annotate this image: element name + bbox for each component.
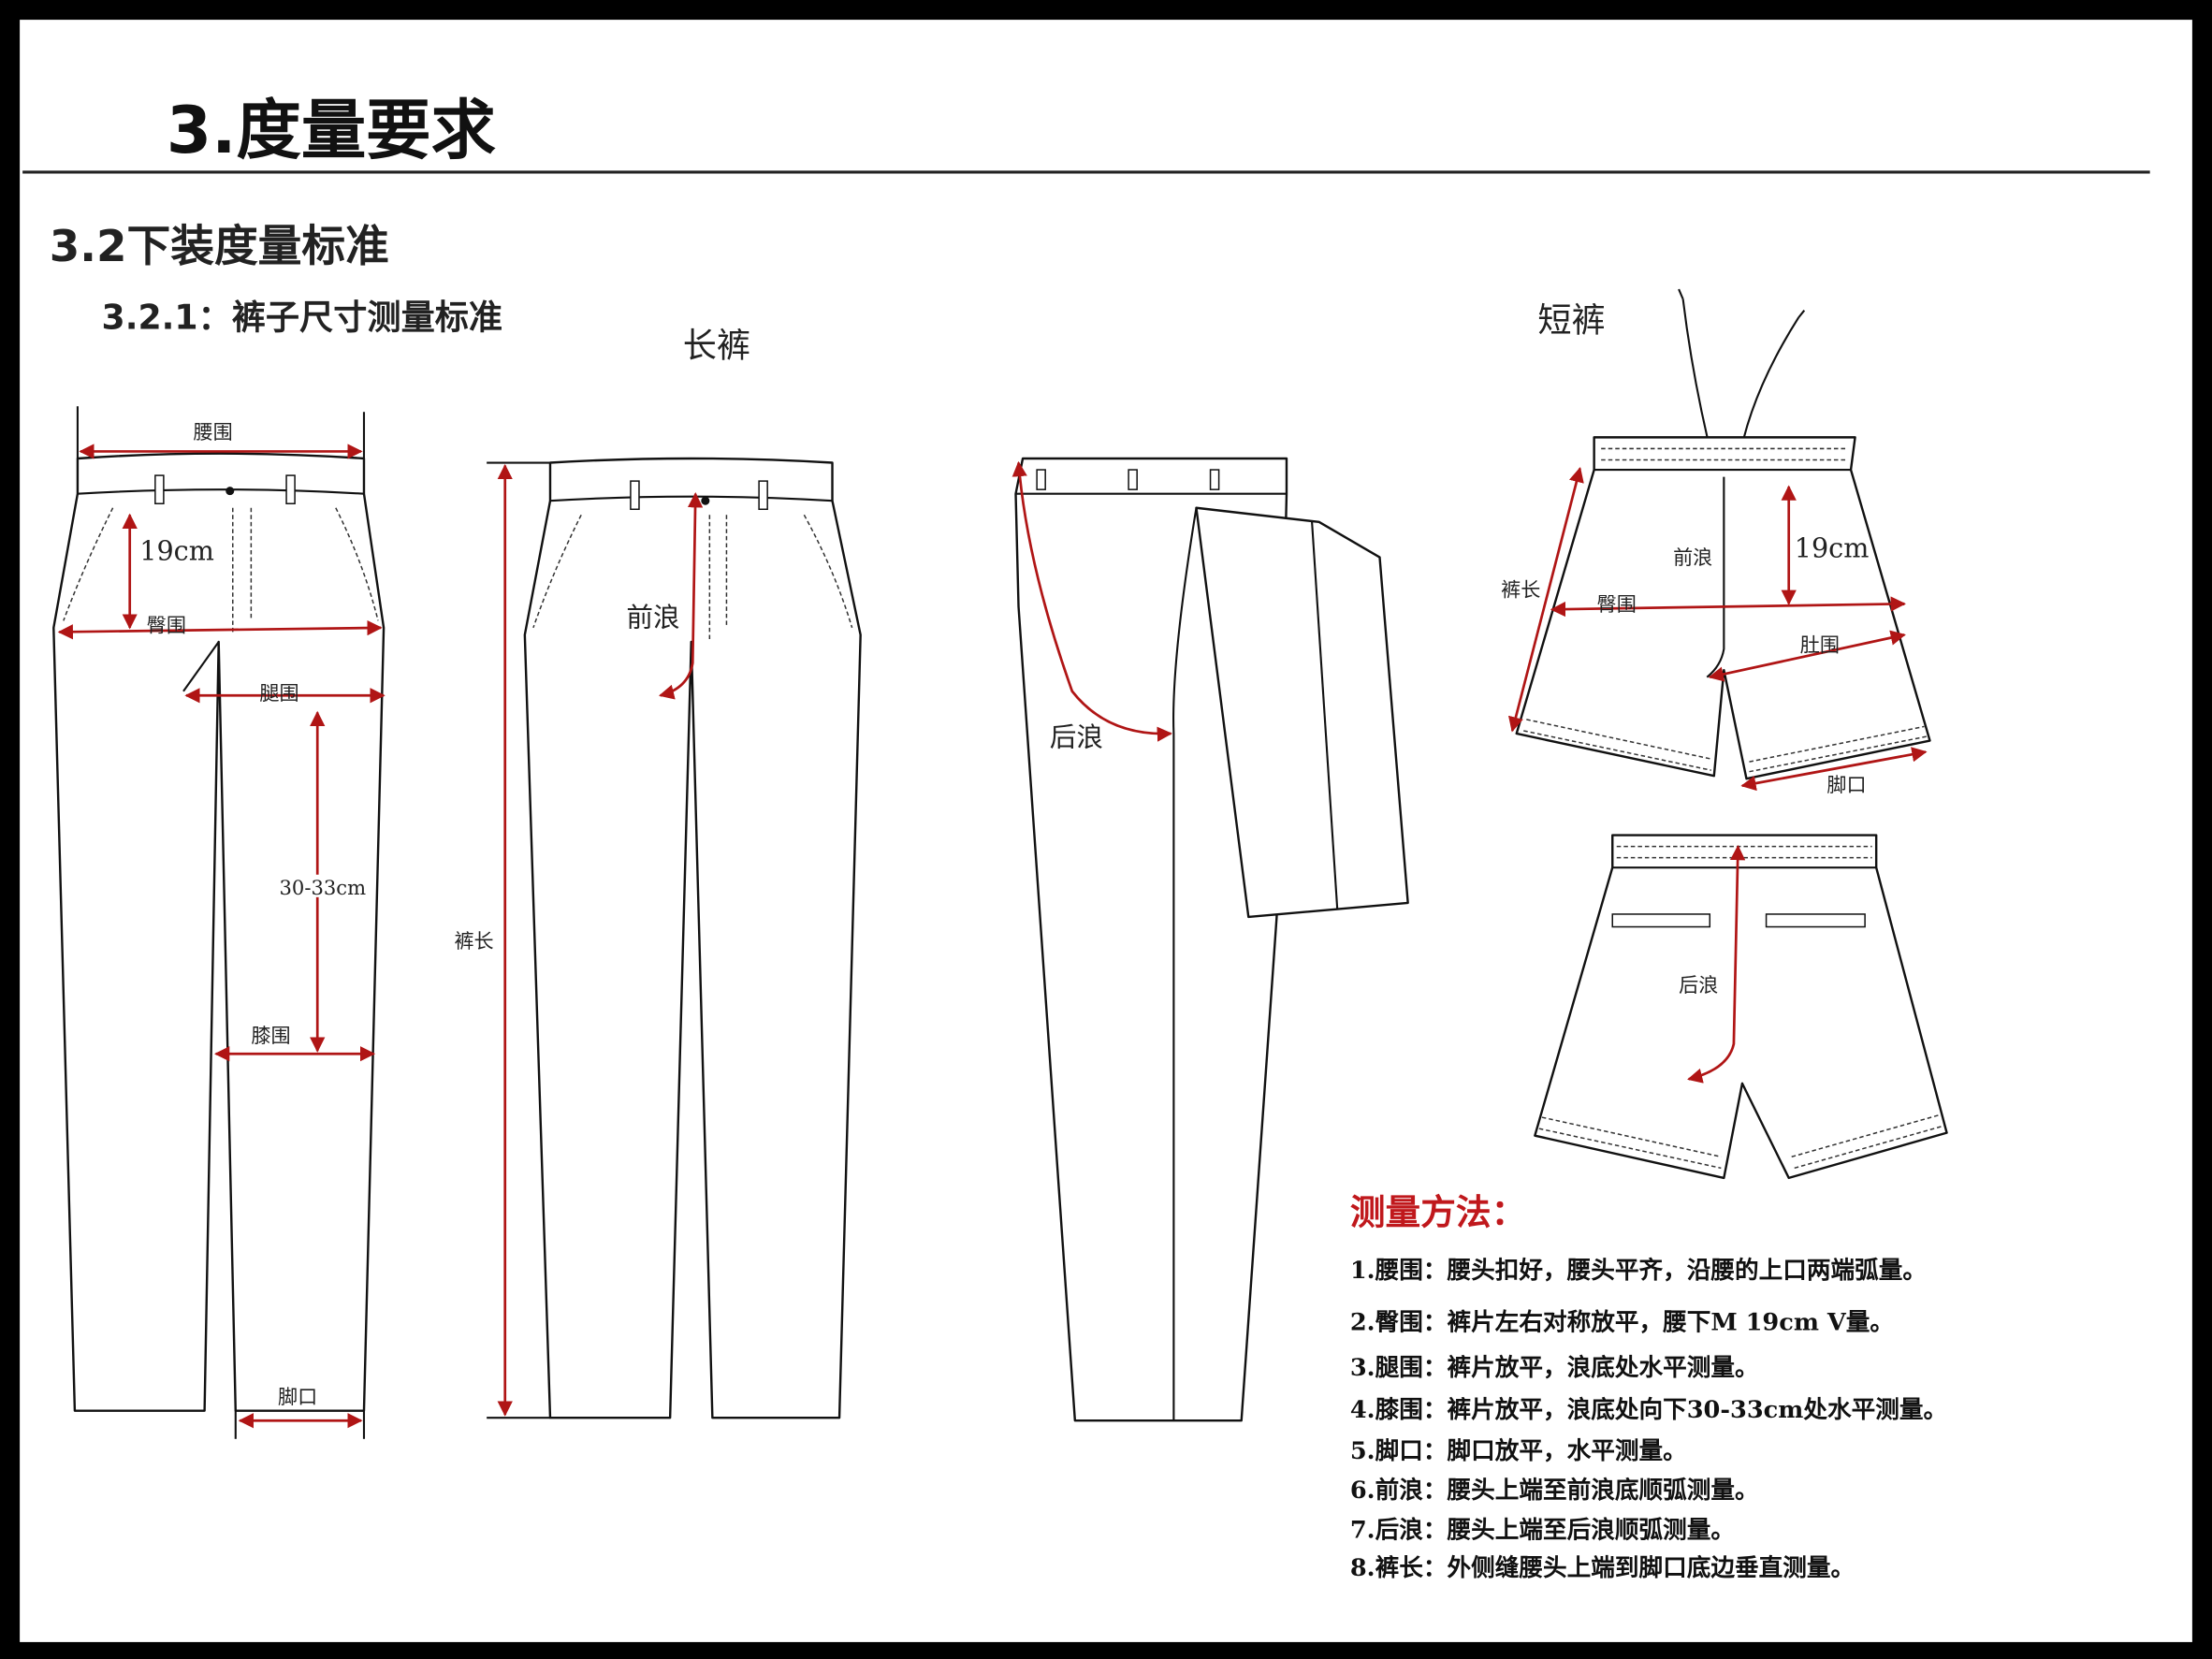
label-length: 裤长 (454, 929, 493, 953)
method-item: 6.前浪：腰头上端至前浪底顺弧测量。 (1350, 1476, 1759, 1505)
label-knee: 膝围 (251, 1024, 290, 1047)
page-title: 3.度量要求 (167, 94, 497, 168)
shorts-label-length: 裤长 (1501, 578, 1540, 602)
label-knee-drop: 30-33cm (280, 876, 367, 899)
subsection-heading: 3.2.1：裤子尺寸测量标准 (102, 297, 503, 337)
section-heading: 3.2下装度量标准 (50, 222, 389, 272)
method-item: 3.腿围：裤片放平，浪底处水平测量。 (1350, 1353, 1759, 1382)
label-thigh: 腿围 (259, 681, 298, 705)
label-back-rise: 后浪 (1050, 721, 1103, 753)
label-waist: 腰围 (194, 420, 233, 444)
shorts-label-rise-19cm: 19cm (1795, 532, 1870, 564)
long-pants-caption: 长裤 (683, 325, 750, 365)
label-rise-19cm: 19cm (139, 535, 214, 567)
long-pants-front-diagram: 腰围 19cm 臀围 腿围 30-33cm 膝围 脚口 (52, 406, 386, 1439)
shorts-label-hip: 臀围 (1597, 592, 1637, 616)
measurement-method: 测量方法： 1.腰围：腰头扣好，腰头平齐，沿腰的上口两端弧量。 2.臀围：裤片左… (1350, 1192, 1947, 1582)
method-item: 4.膝围：裤片放平，浪底处向下30-33cm处水平测量。 (1350, 1395, 1947, 1424)
shorts-label-back-rise: 后浪 (1679, 973, 1718, 997)
shorts-label-front-rise: 前浪 (1673, 546, 1712, 569)
long-pants-side-diagram: 后浪 (1011, 457, 1409, 1422)
method-item: 1.腰围：腰头扣好，腰头平齐，沿腰的上口两端弧量。 (1350, 1256, 1927, 1285)
method-item: 8.裤长：外侧缝腰头上端到脚口底边垂直测量。 (1350, 1553, 1855, 1582)
label-hip: 臀围 (147, 613, 186, 636)
shorts-back-diagram: 后浪 (1534, 834, 1948, 1180)
method-item: 7.后浪：腰头上端至后浪顺弧测量。 (1350, 1515, 1735, 1544)
shorts-label-hem: 脚口 (1826, 773, 1866, 796)
method-item: 2.臀围：裤片左右对称放平，腰下M 19cm V量。 (1350, 1309, 1894, 1337)
shorts-label-belly: 肚围 (1800, 633, 1840, 657)
method-heading: 测量方法： (1350, 1192, 1526, 1233)
method-item: 5.脚口：脚口放平，水平测量。 (1350, 1437, 1687, 1465)
long-pants-length-diagram: 裤长 前浪 (454, 457, 862, 1419)
shorts-front-diagram: 裤长 前浪 19cm 臀围 肚围 脚口 (1501, 288, 1931, 796)
label-front-rise: 前浪 (626, 601, 679, 633)
label-hem: 脚口 (278, 1385, 317, 1408)
shorts-caption: 短裤 (1537, 299, 1605, 340)
